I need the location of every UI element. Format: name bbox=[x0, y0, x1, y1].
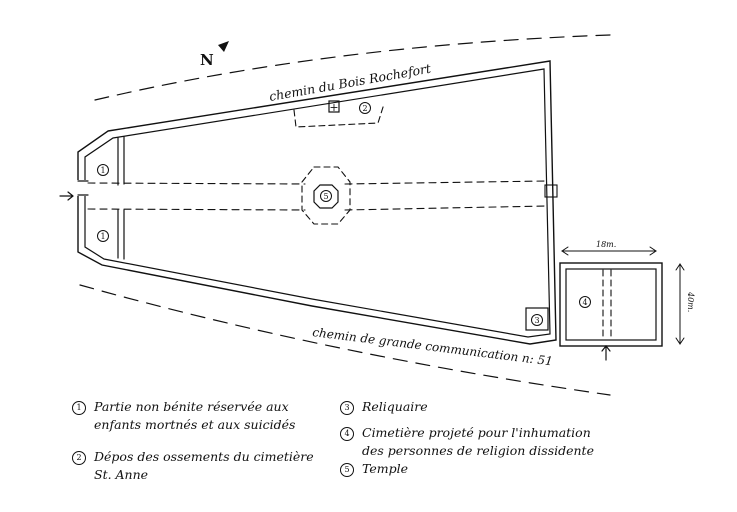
dim-width-arrows bbox=[561, 246, 657, 256]
zone-marker-circle bbox=[97, 230, 109, 242]
zone-marker-5: 5 bbox=[323, 192, 328, 201]
planned-cemetery-alley bbox=[602, 269, 612, 340]
north-arrow-icon bbox=[218, 41, 229, 52]
legend-right: 3 Reliquaire 4 Cimetière projeté pour l'in… bbox=[340, 398, 594, 478]
west-gate bbox=[74, 180, 88, 196]
north-road-line bbox=[94, 34, 611, 101]
zone-marker-4: 4 bbox=[582, 298, 587, 307]
temple-inner bbox=[313, 184, 339, 209]
zone1-partition bbox=[117, 136, 125, 186]
legend-text-cont: des personnes de religion dissidente bbox=[362, 443, 594, 458]
legend-text: Cimetière projeté pour l'inhumation bbox=[362, 425, 591, 440]
legend-number: 2 bbox=[72, 451, 86, 465]
legend-item-5: 5 Temple bbox=[340, 460, 594, 478]
legend-text-cont: enfants mortnés et aux suicidés bbox=[94, 417, 296, 432]
cemetery-outer-wall bbox=[77, 60, 557, 345]
dim-height-arrows bbox=[675, 263, 685, 345]
north-label: N bbox=[200, 51, 214, 69]
zone-marker-circle bbox=[531, 314, 543, 326]
zone-marker-circle bbox=[97, 164, 109, 176]
legend-item-1: 1 Partie non bénite réservée aux bbox=[72, 398, 314, 416]
central-alley-top bbox=[87, 180, 547, 185]
dim-height-label: 40m. bbox=[686, 291, 695, 312]
dim-width-label: 18m. bbox=[596, 240, 616, 249]
legend-number: 1 bbox=[72, 401, 86, 415]
south-road-label: chemin de grande communication n: 51 bbox=[312, 325, 554, 368]
legend-left: 1 Partie non bénite réservée aux enfants … bbox=[72, 398, 314, 484]
legend-number: 5 bbox=[340, 463, 354, 477]
central-alley-bottom bbox=[87, 205, 547, 211]
legend-text: Dépos des ossements du cimetière bbox=[94, 449, 314, 464]
south-road-line bbox=[79, 284, 611, 396]
zone-marker-circle bbox=[359, 102, 371, 114]
temple-outline bbox=[301, 166, 351, 225]
zone-marker-circle bbox=[320, 190, 332, 202]
north-road-label: chemin du Bois Rochefort bbox=[268, 61, 433, 104]
legend-text: Partie non bénite réservée aux bbox=[94, 399, 289, 414]
legend-item-4: 4 Cimetière projeté pour l'inhumation bbox=[340, 424, 594, 442]
legend-text: Reliquaire bbox=[362, 399, 428, 414]
east-gate bbox=[544, 184, 558, 198]
zone-marker-1b: 1 bbox=[100, 232, 105, 241]
zone-marker-2: 2 bbox=[362, 104, 367, 113]
south-entrance-arrow bbox=[601, 345, 611, 361]
legend-item-2: 2 Dépos des ossements du cimetière bbox=[72, 448, 314, 466]
west-entrance-arrow bbox=[59, 191, 74, 201]
zone-marker-3: 3 bbox=[534, 316, 539, 325]
legend-number: 3 bbox=[340, 401, 354, 415]
planned-cemetery-inner bbox=[565, 268, 657, 341]
legend-item-3: 3 Reliquaire bbox=[340, 398, 594, 416]
zone-marker-1a: 1 bbox=[100, 166, 105, 175]
cemetery-inner-wall bbox=[84, 68, 551, 338]
reliquary-box bbox=[525, 307, 549, 331]
planned-cemetery-outer bbox=[559, 262, 663, 347]
legend-text-cont: St. Anne bbox=[94, 467, 149, 482]
zone1-partition bbox=[117, 209, 125, 260]
cross-box bbox=[328, 100, 340, 113]
legend-number: 4 bbox=[340, 427, 354, 441]
legend-text: Temple bbox=[362, 461, 409, 476]
zone-marker-circle bbox=[579, 296, 591, 308]
cross-icon: + bbox=[329, 101, 338, 114]
